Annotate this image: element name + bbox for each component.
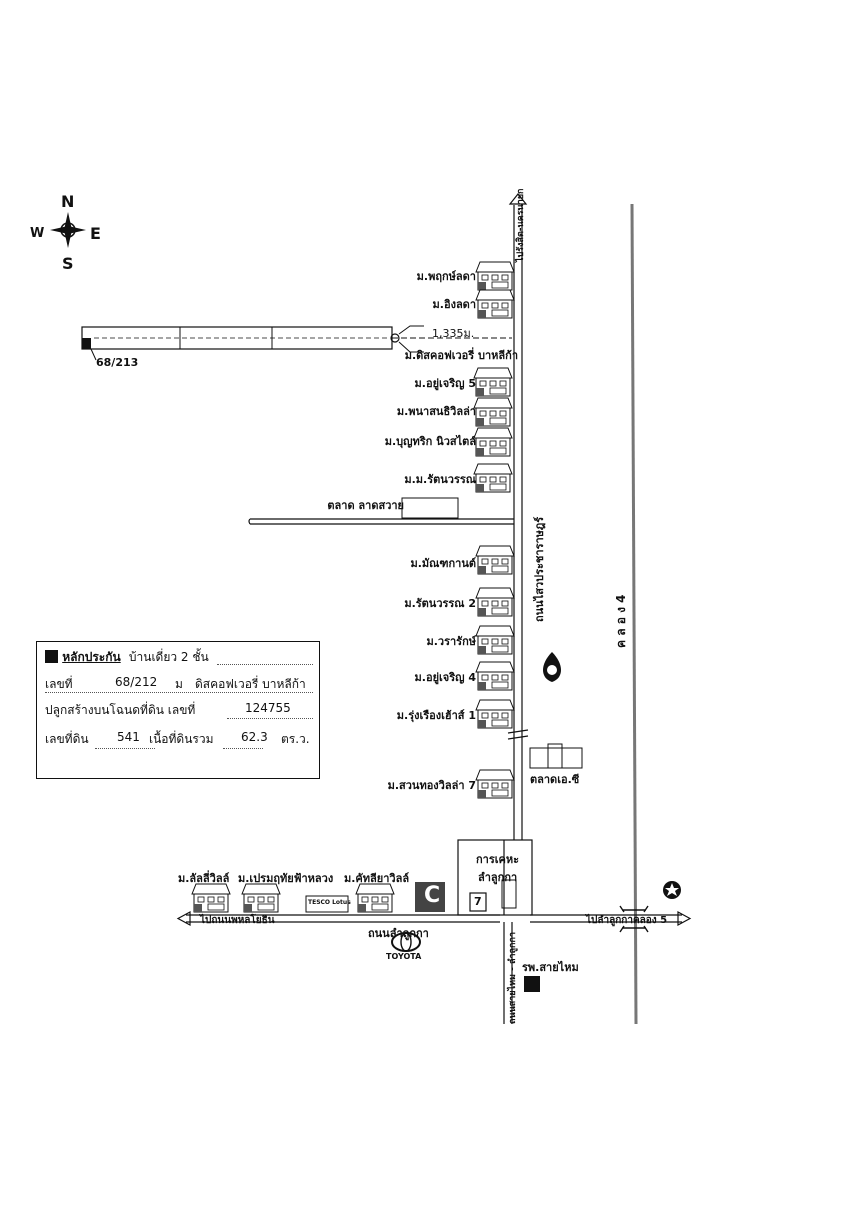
info-title-row: หลักประกัน บ้านเดี่ยว 2 ชั้น: [45, 648, 209, 667]
collateral-info-box: หลักประกัน บ้านเดี่ยว 2 ชั้น เลขที่ 68/2…: [36, 641, 320, 779]
roundabout: [390, 333, 400, 343]
north-arrow-head: [508, 193, 528, 205]
info-title-value: บ้านเดี่ยว 2 ชั้น: [128, 650, 209, 664]
house-no-row: เลขที่ 68/212 ม ดิสคอฟเวอรี่ บาหลีก้า: [45, 675, 306, 694]
village-label: ม.รัตนวรรณ 2: [404, 597, 476, 610]
village-label: ม.พฤกษ์ลดา: [416, 270, 476, 283]
deed-no: 124755: [245, 701, 291, 715]
village-label: ม.อิงลดา: [432, 298, 476, 311]
canal-line: [630, 203, 638, 1025]
housing-block: [457, 839, 533, 916]
village-label: ม.ดิสคอฟเวอรี่ บาหลีก้า: [404, 349, 518, 362]
village-label: ม.อยู่เจริญ 4: [414, 671, 476, 684]
hospital-label: รพ.สายไหม: [522, 961, 579, 974]
info-title: หลักประกัน: [62, 650, 121, 664]
village-label: ม.มัณฑกานต์: [410, 557, 476, 570]
compass-n: N: [61, 192, 75, 211]
area-value: 62.3: [241, 730, 268, 744]
road-break-mark: [507, 729, 529, 740]
compass-w: W: [30, 226, 45, 241]
housing-label: การเคหะ: [476, 853, 520, 866]
tesco-icon: [305, 895, 349, 913]
seven-eleven-icon: [469, 892, 487, 912]
land-no: 541: [117, 730, 140, 744]
west-arrow: [176, 910, 191, 927]
market-north-icon: [401, 497, 459, 519]
east-arrow: [677, 910, 692, 927]
village-label: ม.บุญทริก นิวสไตล์: [384, 435, 476, 448]
house-no-label: เลขที่: [45, 677, 73, 691]
village-label: ม.ม.รัตนวรรณ: [404, 473, 476, 486]
compass: N S E W: [28, 190, 108, 273]
land-no-label: เลขที่ดิน: [45, 732, 89, 746]
bigc-label: C: [424, 883, 441, 908]
area-unit: ตร.ว.: [281, 732, 310, 746]
market-label: ตลาด ลาดสวาย: [327, 499, 404, 512]
village-label: ม.อยู่เจริญ 5: [414, 377, 476, 390]
village-label: ม.รุ่งเรืองเฮ้าส์ 1: [396, 709, 476, 722]
moo-label: ม: [175, 677, 183, 691]
compass-s: S: [62, 254, 74, 273]
area-label: เนื้อที่ดินรวม: [149, 732, 214, 746]
road-label: ถนนสายไหม - ลำลูกกา: [508, 931, 518, 1024]
village-label: ม.ลัลลี่วิลล์: [178, 872, 230, 885]
hospital-icon: [524, 976, 540, 992]
seven-label: 7: [474, 895, 482, 908]
village-label: ม.เปรมฤทัยฟ้าหลวง: [238, 872, 334, 885]
compass-rose-icon: [50, 212, 86, 248]
toyota-label: TOYOTA: [386, 952, 422, 961]
plot-marker: [82, 338, 91, 349]
road-label: ไปถนนพหลโยธิน: [200, 915, 275, 926]
tesco-label: TESCO Lotus: [308, 899, 351, 906]
bridge: [619, 905, 649, 933]
village-label: ม.คัทลียาวิลล์: [344, 872, 410, 885]
village-label: ม.สวนทองวิลล่า 7: [387, 779, 476, 792]
land-row: เลขที่ดิน 541 เนื้อที่ดินรวม 62.3 ตร.ว.: [45, 730, 310, 749]
house-no: 68/212: [115, 675, 158, 689]
road-label: ถนนลำลูกกา: [368, 927, 429, 940]
plot-label: 68/213: [96, 356, 139, 369]
deed-row: ปลูกสร้างบนโฉนดที่ดิน เลขที่ 124755: [45, 701, 291, 720]
deed-label: ปลูกสร้างบนโฉนดที่ดิน เลขที่: [45, 703, 196, 717]
village-label: ม.พนาสนธิวิลล่า: [396, 405, 476, 418]
road-label: ไปลำลูกกาคลอง 5: [586, 915, 668, 926]
compass-e: E: [90, 224, 101, 243]
village-label: ม.วรารักษ์: [426, 635, 476, 648]
market-label: ตลาดเอ.ซี: [530, 773, 580, 786]
lat-sawai-road: [248, 518, 514, 525]
housing-label-2: ลำลูกกา: [478, 871, 518, 884]
canal-label: ค ล อ ง 4: [614, 594, 628, 648]
road-label: ถนนไสวประชาราษฎร์: [533, 516, 546, 622]
square-icon: [45, 650, 58, 663]
bigc-icon: [415, 882, 445, 912]
distance-label: 1,335ม.: [432, 327, 475, 340]
road-label: ไปรังสิต-นครนายก: [516, 188, 526, 262]
project-name: ดิสคอฟเวอรี่ บาหลีก้า: [195, 677, 306, 691]
